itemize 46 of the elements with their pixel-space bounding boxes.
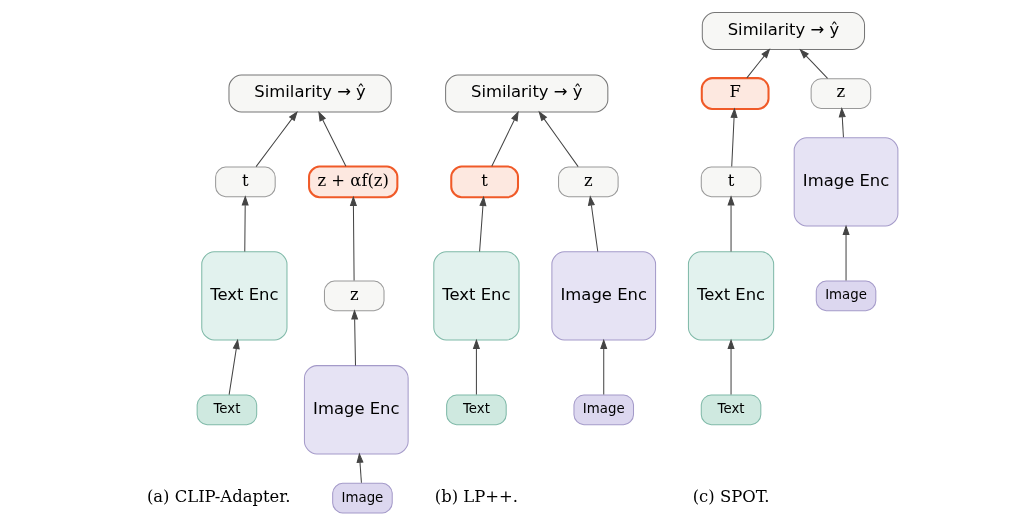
node-box: Image Enc xyxy=(303,365,409,455)
node-box: t xyxy=(700,166,762,198)
arrow xyxy=(838,107,846,138)
node-box: Text xyxy=(196,394,258,426)
arrow xyxy=(799,48,829,79)
node-box: Similarity → ŷ xyxy=(701,11,866,50)
arrow xyxy=(746,48,771,79)
node-box: t xyxy=(215,166,276,198)
node-box: Text xyxy=(700,394,762,426)
label: (c) SPOT. xyxy=(692,486,770,506)
arrow xyxy=(587,195,599,253)
arrow xyxy=(727,195,735,253)
node-box: Image Enc xyxy=(793,137,899,227)
node-box: Image xyxy=(815,280,877,312)
node-box: Text Enc xyxy=(687,251,775,341)
node-box: z xyxy=(323,280,385,312)
arrow xyxy=(472,338,480,396)
node-box: Similarity → ŷ xyxy=(228,74,392,113)
arrow xyxy=(600,338,608,396)
arrow xyxy=(491,110,519,167)
node-box: t xyxy=(450,165,520,199)
node-box: Image Enc xyxy=(551,251,657,341)
arrow xyxy=(356,452,364,484)
node-box: F xyxy=(700,77,770,110)
node-box: z xyxy=(558,166,619,198)
node-box: Text xyxy=(446,394,507,426)
arrow xyxy=(241,195,249,253)
label: (a) CLIP-Adapter. xyxy=(146,486,291,506)
arrow xyxy=(538,110,579,168)
node-box: Text Enc xyxy=(201,251,288,341)
arrow xyxy=(730,107,738,168)
arrow xyxy=(727,338,735,396)
arrow xyxy=(255,110,298,168)
node-box: Text Enc xyxy=(433,251,520,341)
node-box: Image xyxy=(332,482,393,514)
arrow xyxy=(228,338,240,396)
node-box: z xyxy=(810,78,872,109)
node-box: z + αf(z) xyxy=(308,165,399,199)
node-box: Image xyxy=(573,394,635,426)
arrow xyxy=(479,195,487,253)
arrow xyxy=(318,110,347,167)
node-box: Similarity → ŷ xyxy=(445,74,609,113)
arrow xyxy=(349,195,358,282)
label: (b) LP++. xyxy=(434,486,518,506)
arrow xyxy=(351,309,359,366)
arrow xyxy=(842,224,850,282)
